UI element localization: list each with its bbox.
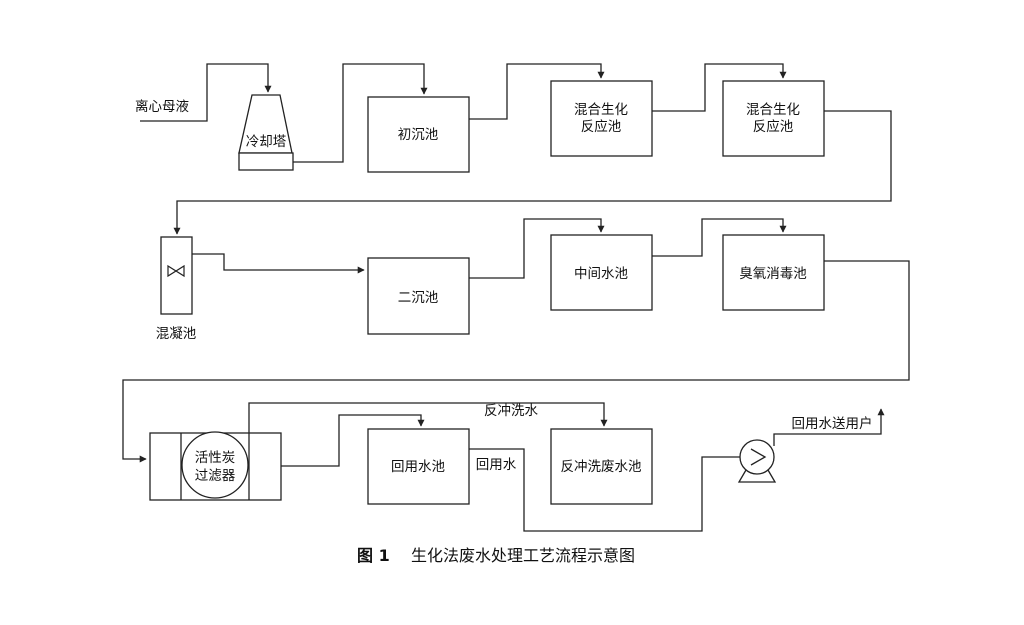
primary-sedimentation-tank: 初沉池 [367, 96, 470, 173]
reuse-tank-label: 回用水池 [391, 459, 445, 475]
mother-liquor-label: 离心母液 [135, 98, 189, 115]
flow-pump-to-user [773, 408, 885, 446]
flow-ozone-to-carbon-filter [122, 260, 910, 463]
flow-reuse-tank-to-pump [469, 448, 740, 532]
valve-icon [167, 264, 185, 278]
reactor1-label-line2: 反应池 [581, 118, 622, 135]
ozone-tank-label: 臭氧消毒池 [739, 266, 807, 282]
reuse-user-label: 回用水送用户 [792, 415, 873, 432]
cooling-tower: 冷却塔 [238, 94, 294, 171]
coagulation-tank-label: 混凝池 [156, 326, 197, 342]
flow-intermediate-to-ozone [652, 218, 787, 257]
reuse-water-tank: 回用水池 [367, 428, 470, 505]
coagulation-tank [160, 236, 193, 315]
activated-carbon-filter: 活性炭 过滤器 [149, 431, 282, 501]
reactor2-label-line1: 混合生化 [746, 102, 800, 118]
primary-sedimentation-label: 初沉池 [398, 126, 439, 143]
carbon-filter-label-line2: 过滤器 [195, 468, 236, 484]
flow-coagulation-to-secondary [192, 253, 365, 274]
carbon-filter-label-line1: 活性炭 [195, 450, 236, 466]
flow-reactor2-to-coagulation [173, 110, 892, 235]
flow-reactor1-to-reactor2 [652, 63, 787, 112]
ozone-disinfection-tank: 臭氧消毒池 [722, 234, 825, 311]
secondary-sedimentation-tank: 二沉池 [367, 257, 470, 335]
secondary-sedimentation-label: 二沉池 [398, 290, 439, 306]
backwash-waste-water-tank: 反冲洗废水池 [550, 428, 653, 505]
intermediate-water-tank: 中间水池 [550, 234, 653, 311]
mixed-bio-reactor-2: 混合生化 反应池 [722, 80, 825, 157]
flow-primary-to-reactor1 [469, 63, 605, 120]
flow-backwash-water [248, 402, 608, 433]
flow-cooling-to-primary [293, 63, 428, 163]
flow-carbon-filter-to-reuse-tank [281, 414, 425, 467]
flow-secondary-to-intermediate [469, 218, 605, 279]
cooling-tower-label: 冷却塔 [246, 134, 287, 150]
backwash-waste-tank-label: 反冲洗废水池 [561, 459, 642, 475]
reuse-water-label: 回用水 [476, 457, 517, 473]
backwash-water-label: 反冲洗水 [484, 403, 538, 419]
figure-title: 生化法废水处理工艺流程示意图 [411, 546, 635, 565]
mixed-bio-reactor-1: 混合生化 反应池 [550, 80, 653, 157]
reactor2-label-line2: 反应池 [753, 118, 794, 135]
pump-icon [737, 439, 777, 483]
reactor1-label-line1: 混合生化 [574, 102, 628, 118]
flow-inlet-to-cooling-tower [140, 63, 272, 122]
intermediate-tank-label: 中间水池 [574, 266, 628, 282]
figure-number: 图 1 [357, 546, 390, 565]
